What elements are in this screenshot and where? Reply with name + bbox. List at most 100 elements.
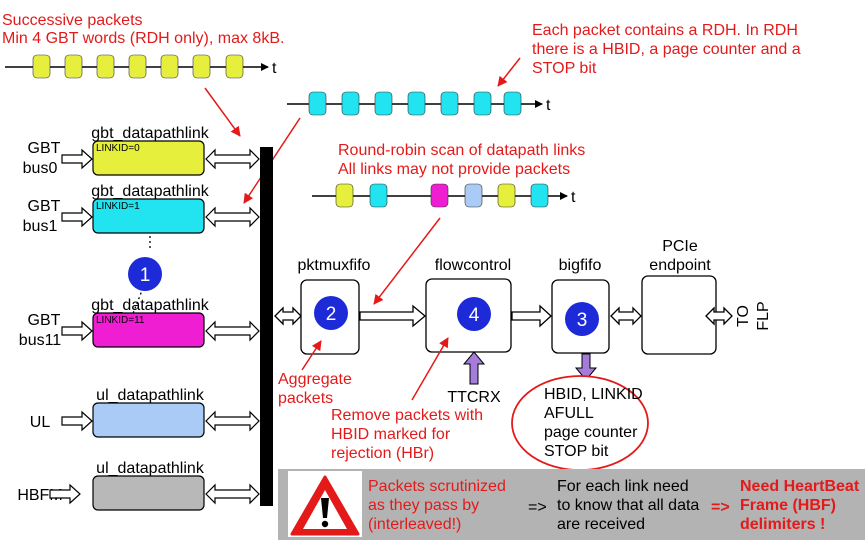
linkid-label: LINKID=1 — [96, 201, 140, 212]
packet — [497, 183, 516, 208]
input-arrow — [61, 148, 93, 170]
input-label: GBT — [28, 140, 61, 157]
link-bus-bar — [260, 147, 273, 506]
bigfifo-status-arrow — [574, 353, 598, 381]
link-continuation-dots — [131, 287, 144, 317]
link-title: gbt_datapathlink — [91, 297, 209, 314]
flowcontrol-badge: 4 — [469, 305, 480, 326]
banner-conclusion-line3: delimiters ! — [740, 516, 825, 533]
roundrobin-note-line1: Round-robin scan of datapath links — [338, 142, 585, 159]
input-label: bus11 — [19, 332, 62, 349]
packet — [369, 183, 388, 208]
bigfifo-info-line: STOP bit — [544, 443, 609, 460]
bigfifo-info-line: AFULL — [544, 405, 594, 422]
linkid-label: LINKID=0 — [96, 143, 140, 154]
link-box — [92, 140, 205, 176]
input-label: GBT — [28, 312, 61, 329]
pcie-label-line2: endpoint — [649, 257, 711, 274]
link-title: ul_datapathlink — [96, 460, 205, 477]
link-box — [92, 312, 205, 348]
packet — [341, 91, 360, 116]
badge-circle — [128, 257, 162, 291]
packet — [32, 54, 51, 79]
packet — [440, 91, 459, 116]
aggregate-note-line1: Aggregate — [278, 371, 352, 388]
banner-text-line3: (interleaved!) — [368, 516, 461, 533]
successive-packets-detail: Min 4 GBT words (RDH only), max 8kB. — [2, 30, 284, 47]
packet — [160, 54, 179, 79]
packet — [192, 54, 211, 79]
arrow-bigfifo-to-pcie — [610, 306, 642, 326]
input-label: bus0 — [23, 160, 58, 177]
input-arrow — [61, 206, 93, 228]
packet-sequence — [335, 183, 549, 208]
annotation-arrow-rdh — [497, 57, 521, 87]
input-label: UL — [30, 414, 51, 431]
time-axis-label: t — [571, 189, 576, 206]
bigfifo-label: bigfifo — [559, 257, 602, 274]
arrow-pcie-to-flp — [705, 306, 733, 326]
packet — [225, 54, 244, 79]
pktmuxfifo-label: pktmuxfifo — [298, 257, 371, 274]
packet — [374, 91, 393, 116]
link-to-bus-arrow — [205, 410, 260, 432]
packet-sequence — [32, 54, 244, 79]
rdh-note-line2: there is a HBID, a page counter and a — [532, 41, 801, 58]
banner-text-line1: Packets scrutinized — [368, 478, 506, 495]
link-to-bus-arrow — [205, 148, 260, 170]
annotation-arrow-successive — [204, 87, 241, 137]
banner-arrow-2: => — [711, 499, 730, 516]
rdh-note-line3: STOP bit — [532, 60, 597, 77]
rdh-note-line1: Each packet contains a RDH. In RDH — [532, 22, 798, 39]
remove-note-line1: Remove packets with — [331, 407, 483, 424]
timeline-roundrobin: t — [312, 183, 576, 208]
packet — [407, 91, 426, 116]
packet — [64, 54, 83, 79]
input-arrow — [61, 320, 93, 342]
arrow-bus-to-pktmuxfifo — [274, 306, 302, 326]
banner-conclusion-line2: Frame (HBF) — [740, 497, 836, 514]
packet — [96, 54, 115, 79]
banner-middle-line3: are received — [557, 516, 645, 533]
link-box — [92, 475, 205, 511]
warning-icon — [290, 475, 360, 536]
linkid-label: LINKID=11 — [96, 315, 145, 326]
arrow-pktmuxfifo-to-flowcontrol — [359, 304, 427, 328]
banner-arrow-1: => — [528, 499, 547, 516]
packet — [530, 183, 549, 208]
packet — [308, 91, 327, 116]
bigfifo-info-line: HBID, LINKID — [544, 386, 643, 403]
remove-note-line2: HBID marked for — [331, 426, 451, 443]
arrow-flowcontrol-to-bigfifo — [511, 304, 552, 328]
annotation-arrow-remove — [411, 337, 449, 401]
link-to-bus-arrow — [205, 483, 260, 505]
packet — [430, 183, 449, 208]
link-to-bus-arrow — [205, 206, 260, 228]
input-label: bus1 — [23, 218, 58, 235]
annotation-arrow-roundrobin — [373, 217, 441, 305]
link-to-bus-arrow — [205, 320, 260, 342]
badge-links: 1 — [128, 257, 162, 291]
aggregate-note-line2: packets — [278, 390, 333, 407]
pcie-label-line1: PCIe — [662, 238, 698, 255]
packet — [473, 91, 492, 116]
packet — [464, 183, 483, 208]
roundrobin-note-line2: All links may not provide packets — [338, 161, 570, 178]
link-title: ul_datapathlink — [96, 387, 205, 404]
successive-packets-title: Successive packets — [2, 12, 143, 29]
timeline-successive-packets: t — [5, 54, 277, 79]
bigfifo-info-line: page counter — [544, 424, 638, 441]
badge-circle — [457, 297, 491, 331]
flowcontrol-label: flowcontrol — [435, 257, 511, 274]
to-flp-label-line1: TO — [735, 305, 752, 327]
link-title: gbt_datapathlink — [91, 125, 209, 142]
link-row-3: UL ul_datapathlink — [30, 387, 260, 438]
summary-banner — [278, 469, 865, 540]
bigfifo-badge: 3 — [577, 310, 588, 331]
